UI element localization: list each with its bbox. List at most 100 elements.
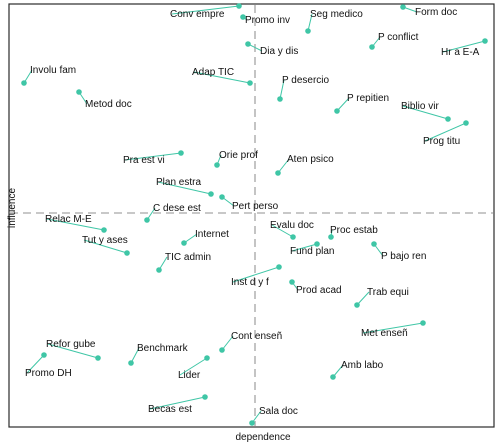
leader-line <box>402 105 449 120</box>
label-p-repitien: P repitien <box>347 93 389 104</box>
label-form-doc: Form doc <box>415 7 457 18</box>
point-form-doc <box>400 4 406 10</box>
point-p-repitien <box>334 108 340 114</box>
point-tic-admin <box>156 267 162 273</box>
label-inst-d-y-f: Inst d y f <box>231 277 269 288</box>
point-conv-empre <box>236 3 242 9</box>
label-proc-estab: Proc estab <box>330 225 378 236</box>
label-sala-doc: Sala doc <box>259 406 298 417</box>
leader-line <box>279 79 285 100</box>
point-proc-estab <box>328 234 334 240</box>
label-refor-gube: Refor gube <box>46 339 96 350</box>
label-trab-equi: Trab equi <box>367 287 409 298</box>
point-c-dese-est <box>144 217 150 223</box>
label-tic-admin: TIC admin <box>165 252 211 263</box>
label-p-bajo-ren: P bajo ren <box>381 251 426 262</box>
label-promo-inv: Promo inv <box>245 15 290 26</box>
point-hr-a-e-a <box>482 38 488 44</box>
label-pert-perso: Pert perso <box>232 201 279 212</box>
label-conv-empre: Conv empre <box>170 9 225 20</box>
leader-line <box>221 335 234 351</box>
leader-line <box>362 322 424 334</box>
leader-line <box>277 158 290 174</box>
leader-line <box>26 354 45 374</box>
label-fund-plan: Fund plan <box>290 246 334 257</box>
point-relac-m-e <box>101 227 107 233</box>
label-pra-est-vi: Pra est vi <box>123 155 165 166</box>
point-orie-prof <box>214 162 220 168</box>
leader-line <box>232 266 280 283</box>
leader-line <box>149 396 206 410</box>
point-benchmark <box>128 360 134 366</box>
point-tut-y-ases <box>124 250 130 256</box>
point-met-enseñ <box>420 320 426 326</box>
point-prod-acad <box>289 279 295 285</box>
label-benchmark: Benchmark <box>137 343 189 354</box>
label-cont-enseñ: Cont enseñ <box>231 331 282 342</box>
label-internet: Internet <box>195 229 229 240</box>
label-prod-acad: Prod acad <box>296 285 342 296</box>
point-p-desercio <box>277 96 283 102</box>
data-points <box>21 3 488 426</box>
label-p-desercio: P desercio <box>282 75 330 86</box>
point-fund-plan <box>314 241 320 247</box>
point-plan-estra <box>208 191 214 197</box>
leader-line <box>291 243 318 252</box>
leader-line <box>47 343 99 359</box>
leader-line <box>130 347 140 364</box>
label-involu-fam: Involu fam <box>30 65 76 76</box>
label-adap-tic: Adap TIC <box>192 67 234 78</box>
y-axis-title: influence <box>7 188 18 228</box>
point-aten-psico <box>275 170 281 176</box>
leader-line <box>424 122 467 142</box>
label-prog-titu: Prog titu <box>423 136 460 147</box>
point-cont-enseñ <box>219 347 225 353</box>
label-amb-labo: Amb labo <box>341 360 384 371</box>
point-promo-dh <box>41 352 47 358</box>
label-dia-y-dis: Dia y dis <box>260 46 298 57</box>
label-aten-psico: Aten psico <box>287 154 334 165</box>
label-hr-a-e-a: Hr a E-A <box>441 47 480 58</box>
point-metod-doc <box>76 89 82 95</box>
label-promo-dh: Promo DH <box>25 368 72 379</box>
leader-line <box>356 291 370 306</box>
label-tut-y-ases: Tut y ases <box>82 235 128 246</box>
label-becas-est: Becas est <box>148 404 192 415</box>
label-p-conflict: P conflict <box>378 32 419 43</box>
point-sala-doc <box>249 420 255 426</box>
point-dia-y-dis <box>245 41 251 47</box>
point-pert-perso <box>219 194 225 200</box>
label-biblio-vir: Biblio vir <box>401 101 439 112</box>
label-c-dese-est: C dese est <box>153 203 201 214</box>
point-becas-est <box>202 394 208 400</box>
leader-line <box>171 5 240 15</box>
point-inst-d-y-f <box>276 264 282 270</box>
point-lider <box>204 355 210 361</box>
plot-frame <box>8 3 495 428</box>
point-prog-titu <box>463 120 469 126</box>
label-evalu-doc: Evalu doc <box>270 220 314 231</box>
point-trab-equi <box>354 302 360 308</box>
label-orie-prof: Orie prof <box>219 150 258 161</box>
leader-line <box>179 357 208 376</box>
point-pra-est-vi <box>178 150 184 156</box>
point-internet <box>181 240 187 246</box>
point-seg-medico <box>305 28 311 34</box>
point-amb-labo <box>330 374 336 380</box>
point-p-bajo-ren <box>371 241 377 247</box>
leader-line <box>46 218 105 231</box>
point-biblio-vir <box>445 116 451 122</box>
leader-line <box>336 97 350 112</box>
leader-line <box>271 224 294 238</box>
point-refor-gube <box>95 355 101 361</box>
point-promo-inv <box>240 14 246 20</box>
point-p-conflict <box>369 44 375 50</box>
label-met-enseñ: Met enseñ <box>361 328 408 339</box>
label-plan-estra: Plan estra <box>156 177 201 188</box>
point-adap-tic <box>247 80 253 86</box>
leader-line <box>124 152 182 161</box>
leader-line <box>83 239 128 254</box>
leader-line <box>193 71 251 84</box>
